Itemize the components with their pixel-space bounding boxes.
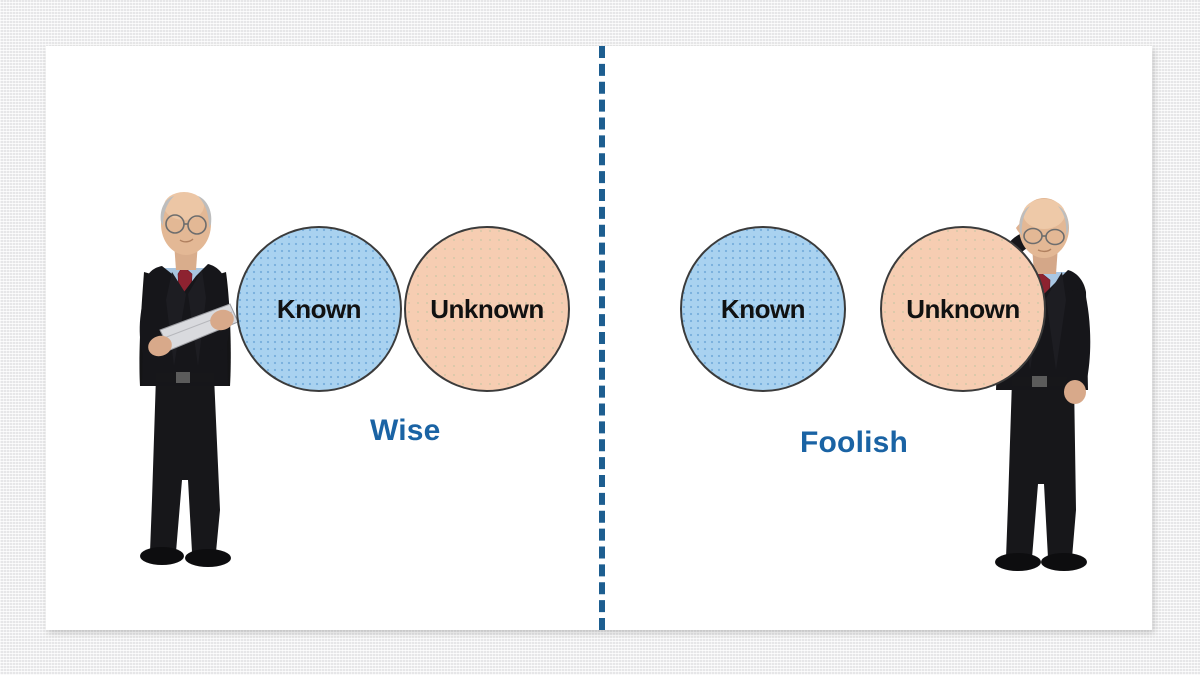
- panel-wise: Unknown Known Wise: [46, 46, 599, 630]
- circle-unknown-foolish[interactable]: Unknown: [880, 226, 1046, 392]
- caption-foolish: Foolish: [800, 426, 909, 459]
- circle-label-known: Known: [720, 293, 806, 324]
- circle-unknown-wise[interactable]: Unknown: [404, 226, 570, 392]
- caption-wise: Wise: [370, 414, 441, 447]
- circle-label-unknown: Unknown: [430, 293, 544, 324]
- circle-known-wise[interactable]: Known: [236, 226, 402, 392]
- venn-wise: Unknown Known: [236, 226, 570, 398]
- businessman-reading-icon: [104, 180, 264, 580]
- circle-label-unknown: Unknown: [906, 293, 1020, 324]
- venn-foolish: Known Unknown: [680, 226, 1046, 398]
- panel-foolish: Known Unknown Foolish: [605, 46, 1152, 630]
- circle-known-foolish[interactable]: Known: [680, 226, 846, 392]
- slide-card: Unknown Known Wise Known: [46, 46, 1152, 630]
- circle-label-known: Known: [276, 293, 362, 324]
- panel-divider: [599, 46, 605, 630]
